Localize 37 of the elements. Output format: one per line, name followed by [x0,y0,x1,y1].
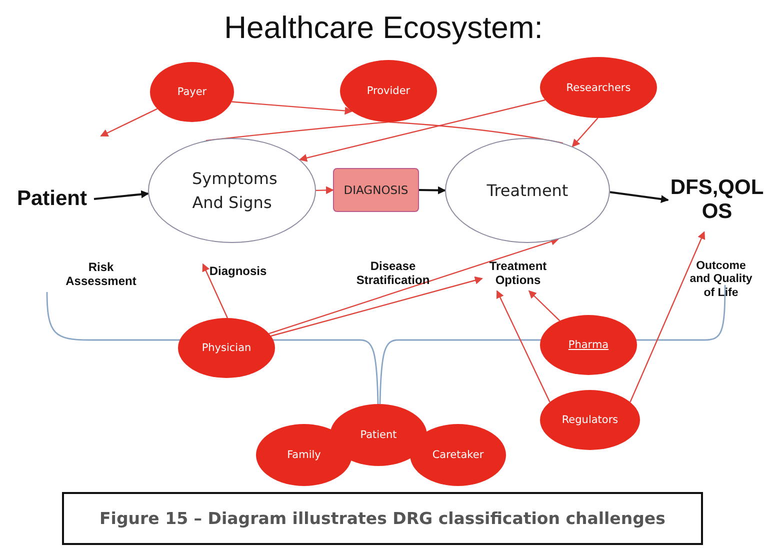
provider-ellipse: Provider [340,60,437,122]
arrow [94,190,150,200]
arrow [270,276,483,337]
pharma-ellipse: Pharma [540,315,637,375]
outcome-quality-label: Outcome and Quality of Life [688,247,754,313]
arrow [418,186,446,194]
arrow [316,186,334,194]
regulators-ellipse: Regulators [540,390,640,450]
diagnosis-label: Diagnosis [203,262,273,282]
arrow [496,290,550,402]
connector-line [388,121,563,144]
arrow [100,108,158,137]
connector-line [206,121,388,142]
family-ellipse: Family [256,424,352,486]
patient-label: Patient [10,186,94,212]
researchers-ellipse: Researchers [540,57,657,118]
arrow [298,99,546,162]
diagnosis-box: DIAGNOSIS [333,168,419,212]
payer-ellipse: Payer [150,62,234,122]
risk-assessment-label: Risk Assessment [55,258,147,292]
diagram-title: Healthcare Ecosystem: [224,10,543,46]
patient-ellipse: Patient [330,404,427,466]
treatment-ellipse: Treatment [445,138,610,243]
arrow [528,290,560,322]
treatment-options-label: Treatment Options [482,257,554,291]
arrow [268,238,559,334]
outcome-measures-label: DFS,QOL OS [668,168,766,232]
physician-ellipse: Physician [178,318,275,378]
arrow [630,231,706,402]
symptoms-ellipse: Symptoms And Signs [148,138,316,243]
arrow [610,191,669,204]
arrow [202,263,228,318]
figure-caption: Figure 15 – Diagram illustrates DRG classification challenges [100,509,666,528]
disease-stratification-label: Disease Stratification [345,257,441,291]
arrow [232,101,353,115]
arrow [572,118,598,148]
caretaker-ellipse: Caretaker [410,424,506,486]
